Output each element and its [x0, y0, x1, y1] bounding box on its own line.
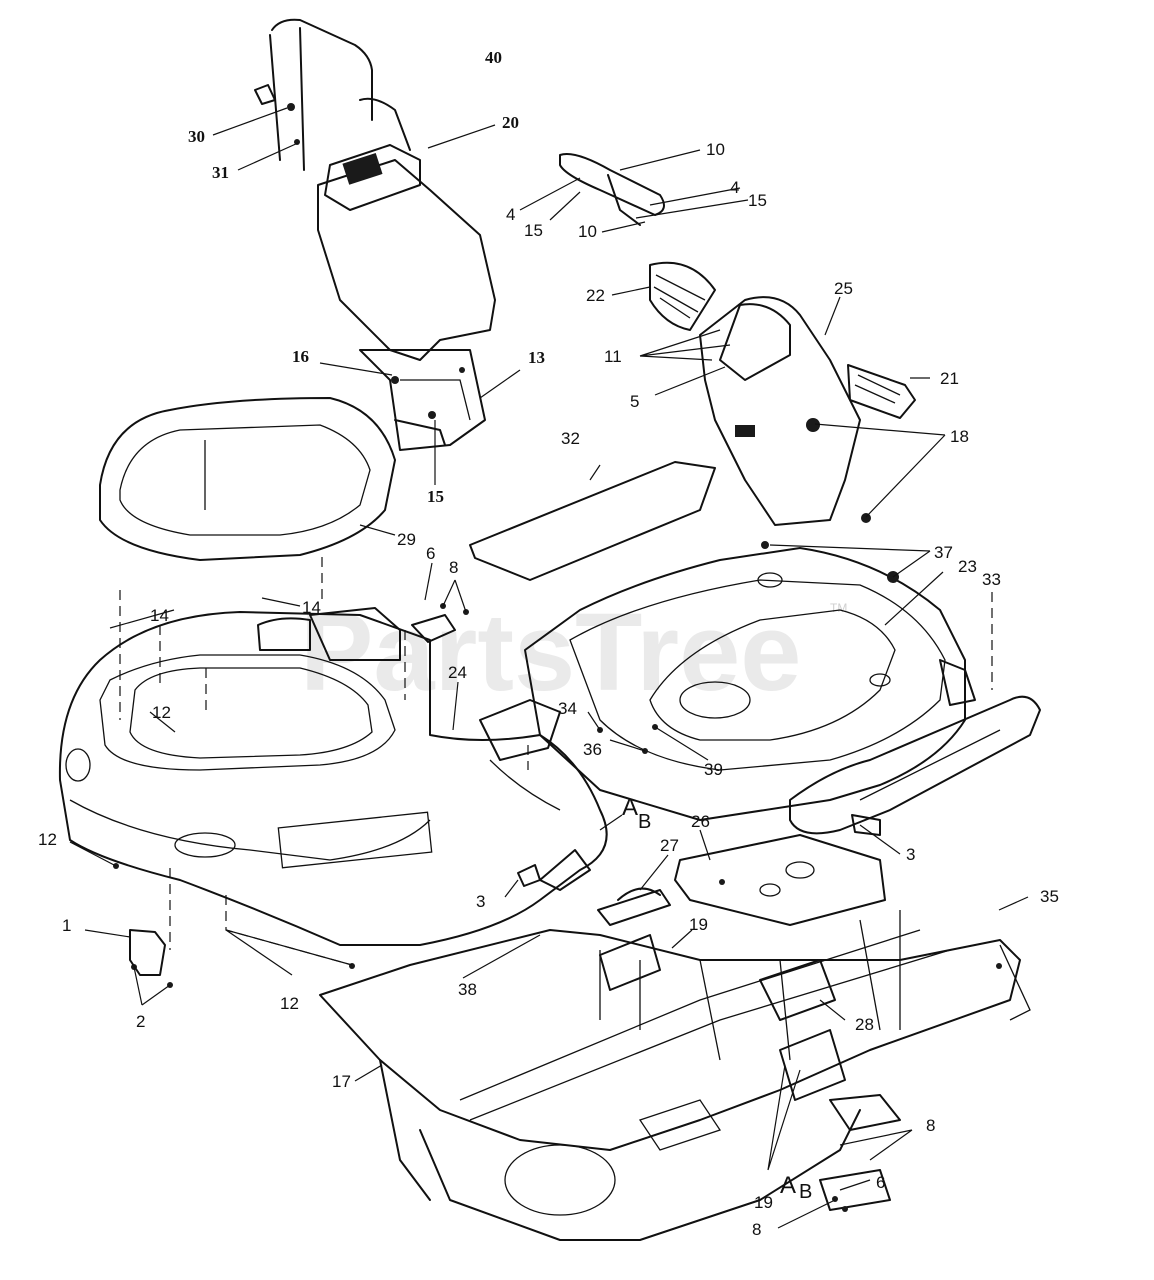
center-plate — [597, 834, 886, 926]
callout-labels: 40 30 20 31 16 13 15 10 4 4 15 15 10 22 … — [38, 48, 1059, 1239]
callout-15b: 15 — [524, 221, 543, 240]
callout-32: 32 — [561, 429, 580, 448]
marker-b: B — [799, 1181, 812, 1203]
steering-column-assembly — [254, 18, 496, 451]
callout-8a: 8 — [449, 558, 458, 577]
callout-27: 27 — [660, 836, 679, 855]
callout-38: 38 — [458, 980, 477, 999]
callout-40: 40 — [485, 48, 502, 67]
leader-lines — [69, 107, 1029, 1229]
callout-22: 22 — [586, 286, 605, 305]
watermark: PartsTree — [300, 591, 801, 714]
callout-31: 31 — [212, 163, 229, 182]
callout-20: 20 — [502, 113, 519, 132]
ab-marker-1: A B — [622, 794, 651, 833]
callout-12a: 12 — [152, 703, 171, 722]
marker-a: A — [780, 1172, 796, 1199]
callout-36: 36 — [583, 740, 602, 759]
callout-29: 29 — [397, 530, 416, 549]
marker-b: B — [638, 811, 651, 833]
marker-a: A — [622, 794, 638, 821]
console-assembly — [559, 153, 916, 526]
hardware-fasteners — [113, 541, 1002, 1212]
callout-10b: 10 — [578, 222, 597, 241]
callout-3a: 3 — [906, 845, 915, 864]
callout-37: 37 — [934, 543, 953, 562]
callout-26: 26 — [691, 812, 710, 831]
callout-25: 25 — [834, 279, 853, 298]
callout-19a: 19 — [689, 915, 708, 934]
callout-23: 23 — [958, 557, 977, 576]
callout-15c: 15 — [748, 191, 767, 210]
callout-12b: 12 — [38, 830, 57, 849]
floor-mat — [469, 461, 716, 581]
callout-10a: 10 — [706, 140, 725, 159]
seat-cushion — [99, 397, 396, 561]
callout-2: 2 — [136, 1012, 145, 1031]
rear-deck — [524, 547, 1041, 835]
callout-6b: 6 — [876, 1173, 885, 1192]
callout-5: 5 — [630, 392, 639, 411]
callout-3b: 3 — [476, 892, 485, 911]
callout-15a: 15 — [427, 487, 444, 506]
callout-4b: 4 — [730, 178, 739, 197]
callout-39: 39 — [704, 760, 723, 779]
callout-34: 34 — [558, 699, 577, 718]
callout-19b: 19 — [754, 1193, 773, 1212]
frame-chassis — [319, 910, 1031, 1241]
watermark-trademark: TM — [830, 601, 847, 615]
ab-marker-2: A B — [780, 1172, 812, 1203]
callout-1: 1 — [62, 916, 71, 935]
callout-11: 11 — [604, 347, 622, 366]
callout-21: 21 — [940, 369, 959, 388]
callout-4a: 4 — [506, 205, 515, 224]
callout-12c: 12 — [280, 994, 299, 1013]
callout-6a: 6 — [426, 544, 435, 563]
callout-24: 24 — [448, 663, 467, 682]
callout-33: 33 — [982, 570, 1001, 589]
callout-16: 16 — [292, 347, 309, 366]
callout-8c: 8 — [752, 1220, 761, 1239]
callout-14b: 14 — [302, 598, 321, 617]
callout-28: 28 — [855, 1015, 874, 1034]
callout-18: 18 — [950, 427, 969, 446]
callout-17: 17 — [332, 1072, 351, 1091]
callout-14a: 14 — [150, 606, 169, 625]
callout-13: 13 — [528, 348, 545, 367]
callout-30: 30 — [188, 127, 205, 146]
callout-8b: 8 — [926, 1116, 935, 1135]
callout-35: 35 — [1040, 887, 1059, 906]
